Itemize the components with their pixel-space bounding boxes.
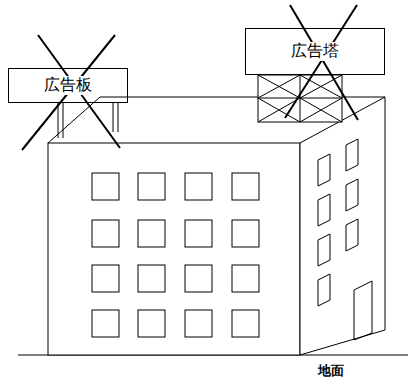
ad-tower-box: 広告塔: [245, 28, 385, 75]
billboard-box: 広告板: [8, 68, 128, 103]
ground-label: 地面: [318, 362, 344, 380]
sign-text: 広告板: [42, 76, 94, 94]
cross-marks: [22, 5, 358, 150]
building-front: [48, 143, 300, 355]
building-side: [300, 97, 385, 355]
sign-text: 広告塔: [289, 42, 341, 60]
tower-frame: [258, 75, 342, 122]
side-windows: [318, 139, 372, 340]
front-windows: [92, 173, 259, 337]
side-door: [354, 281, 372, 340]
